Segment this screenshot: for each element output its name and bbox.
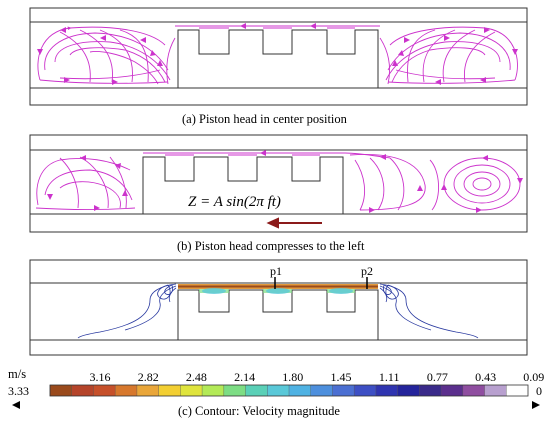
streamline-arrows-a [37,23,518,85]
colorbar-cell [441,385,464,396]
gap-velocity-band [178,284,378,294]
colorbar: m/s 3.16 2.82 2.48 2.14 1.80 1.45 1.11 0.77 0.43… [8,367,544,418]
colorbar-cell [289,385,312,396]
panel-a: (a) Piston head in center position [29,7,528,126]
colorbar-tick-label: 2.82 [138,370,159,384]
colorbar-cell [115,385,138,396]
caption-b: (b) Piston head compresses to the left [177,239,365,253]
colorbar-cell [158,385,181,396]
colorbar-cell [202,385,225,396]
colorbar-cell [245,385,268,396]
colorbar-cell [397,385,420,396]
colorbar-tick-label: 0.43 [475,370,496,384]
colorbar-tick-label: 3.16 [90,370,111,384]
colorbar-max-label: 3.33 [8,384,29,398]
colorbar-min-label: 0 [536,384,542,398]
motion-equation: Z = A sin(2π ft) [188,194,281,210]
colorbar-cell [136,385,160,396]
colorbar-cell [180,385,203,396]
colorbar-tick-label: 0.09 [523,370,544,384]
colorbar-cell [267,385,290,396]
colorbar-tick-label: 2.48 [186,370,207,384]
colorbar-frame [49,384,529,397]
colorbar-cells [49,385,529,396]
colorbar-tick-label: 2.14 [234,370,255,384]
caption-a: (a) Piston head in center position [182,112,348,126]
colorbar-right-arrow-icon [532,401,540,409]
colorbar-tick-label: 1.80 [282,370,303,384]
colorbar-cell [354,385,377,396]
colorbar-cell [462,385,485,396]
probe-p1-label: p1 [270,264,282,278]
colorbar-tick-label: 1.11 [379,370,400,384]
colorbar-cell [419,385,442,396]
piston-head-a [177,29,379,89]
colorbar-tick-label: 0.77 [427,370,448,384]
panel-b: Z = A sin(2π ft) (b) Piston head compres… [29,134,528,253]
contour-lines-c [77,283,479,339]
colorbar-tick-labels: 3.16 2.82 2.48 2.14 1.80 1.45 1.11 0.77 0.43 0.09 [90,370,545,384]
colorbar-cell [310,385,333,396]
piston-head-b [142,156,344,215]
colorbar-cell [93,385,116,396]
colorbar-unit: m/s [8,367,26,381]
caption-c: (c) Contour: Velocity magnitude [178,404,340,418]
panel-c: p1 p2 [29,259,528,356]
colorbar-cell [506,385,529,396]
probe-p2-label: p2 [361,264,373,278]
colorbar-left-arrow-icon [12,401,20,409]
colorbar-cell [484,385,507,396]
streamline-arrows-b [47,150,523,213]
colorbar-tick-label: 1.45 [331,370,352,384]
colorbar-cell [332,385,355,396]
colorbar-cell [375,385,399,396]
colorbar-cell [50,385,73,396]
colorbar-cell [223,385,246,396]
piston-head-c [177,289,379,341]
colorbar-cell [71,385,94,396]
